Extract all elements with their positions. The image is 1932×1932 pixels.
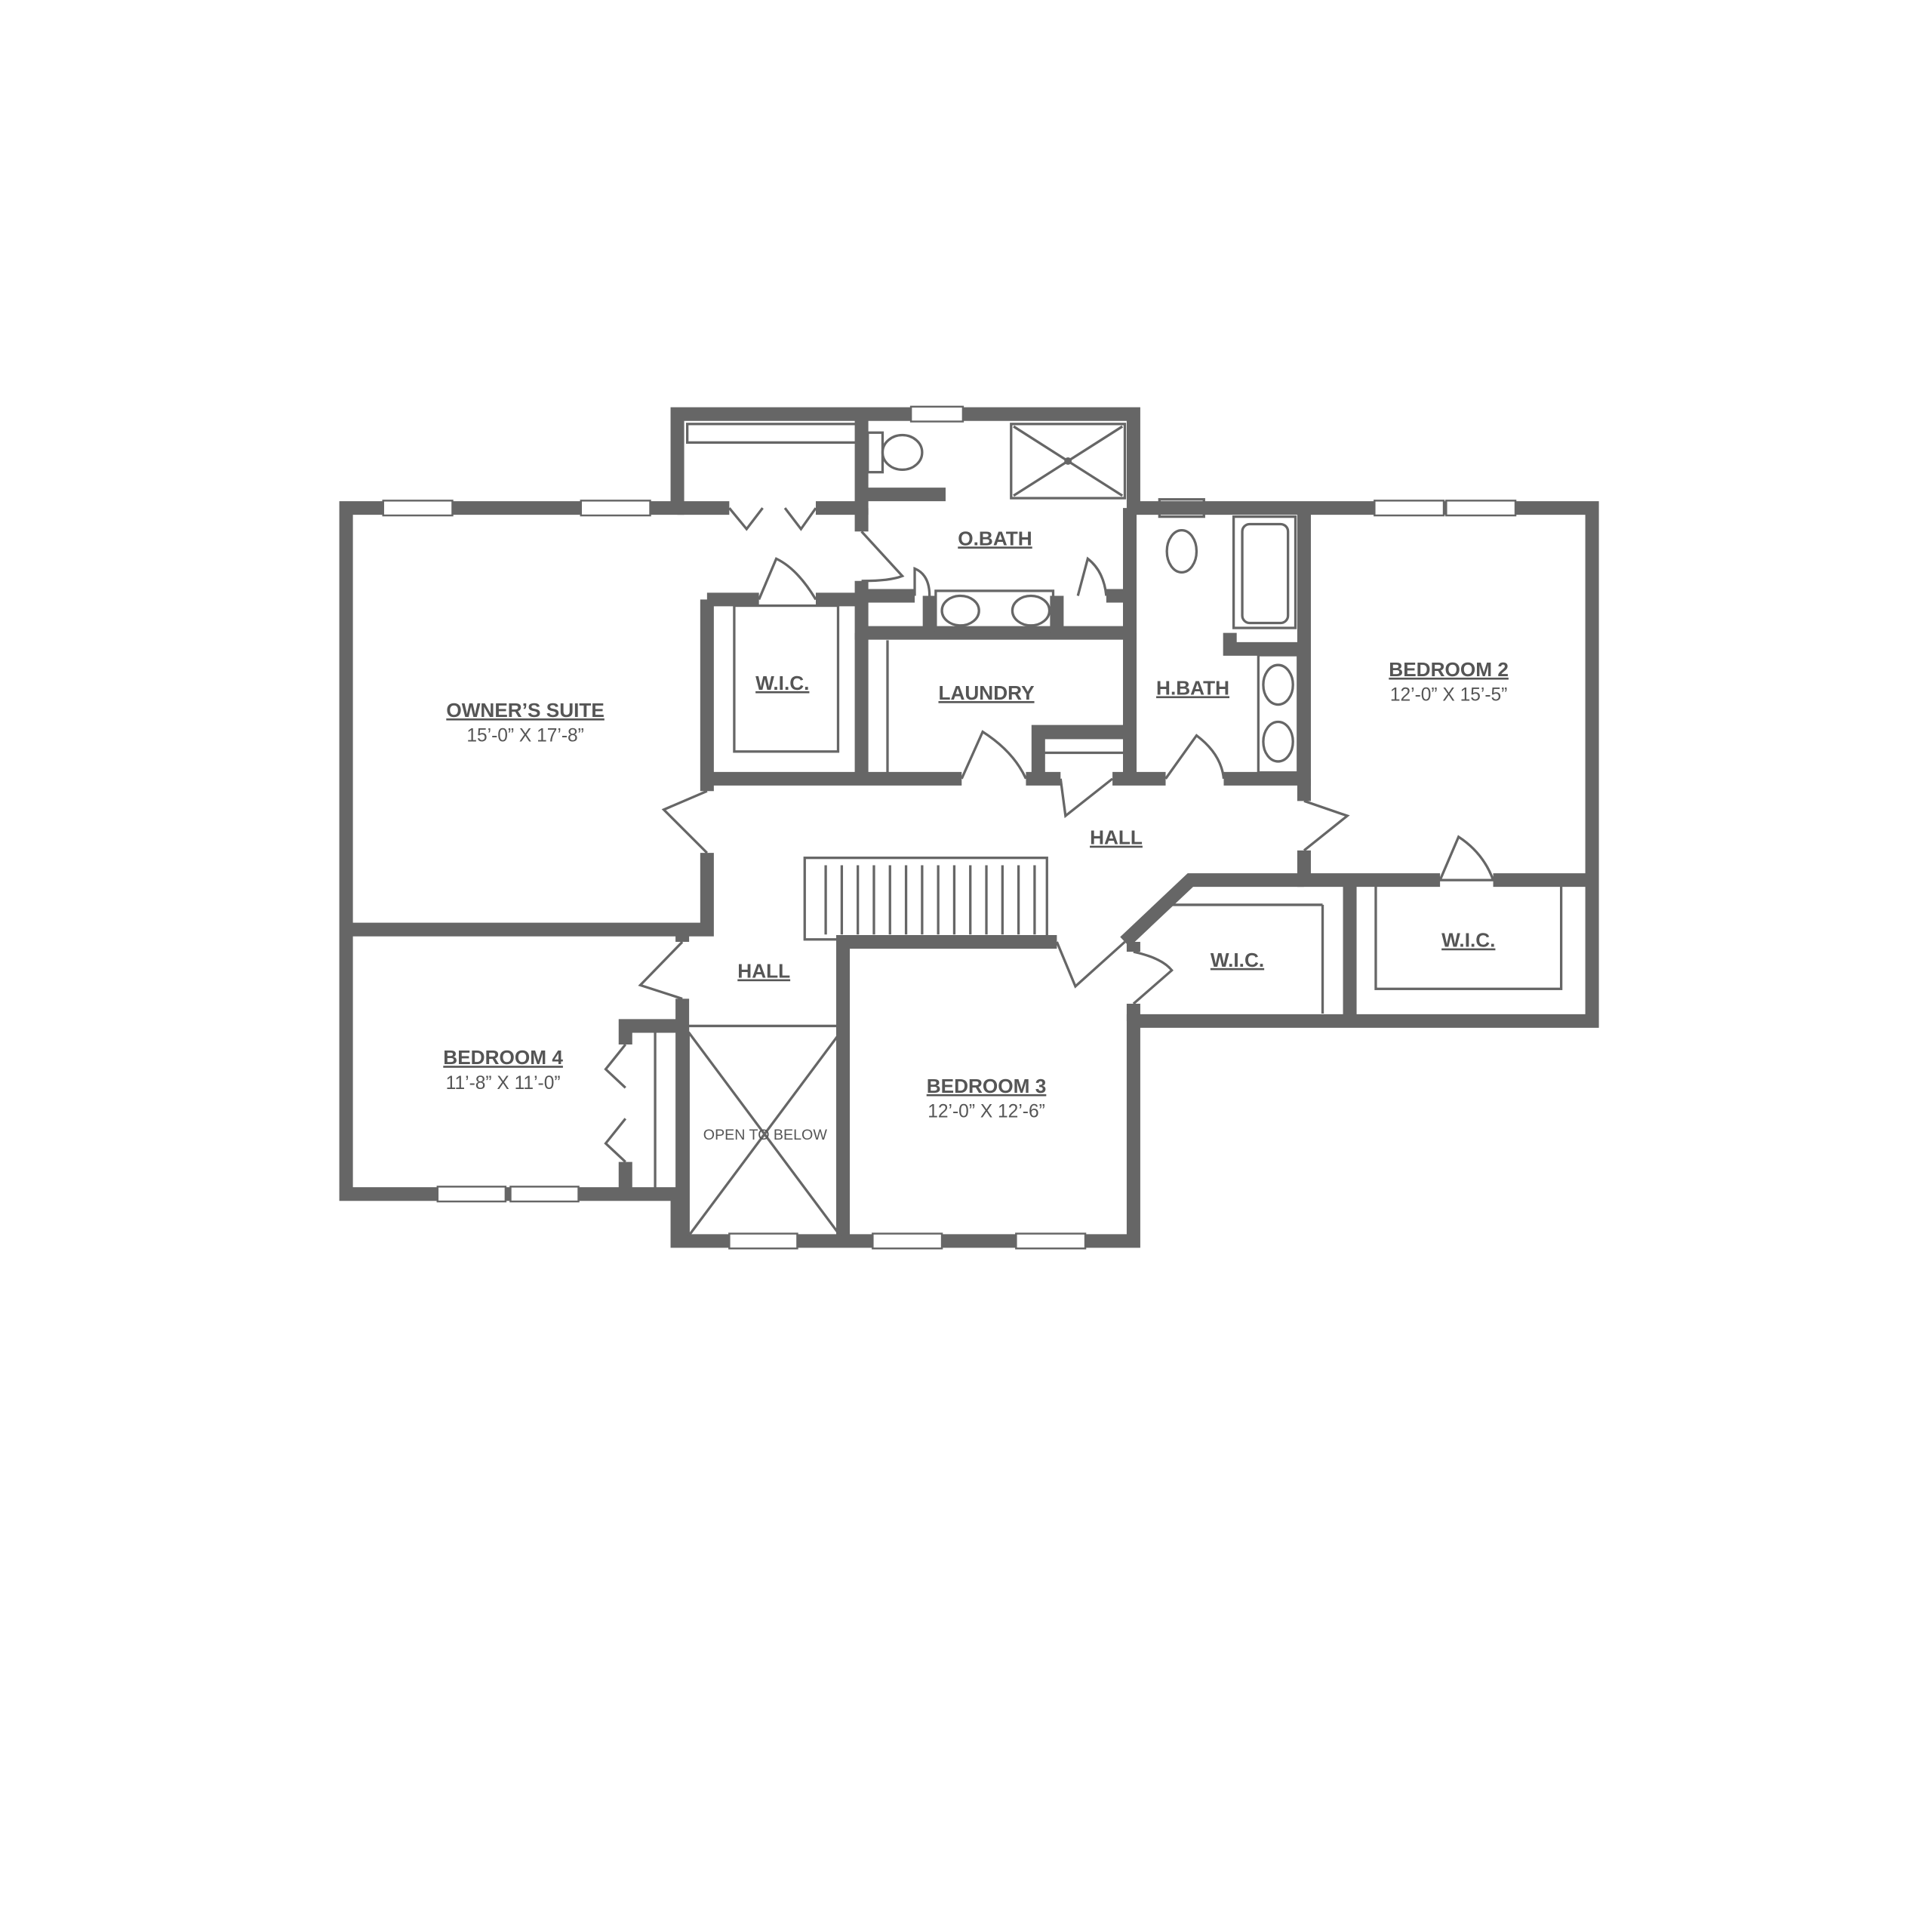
bedroom2-size: 12’-0” X 15’-5”: [1390, 685, 1508, 706]
bedroom2-label: BEDROOM 2: [1389, 658, 1509, 681]
open-to-below-label: OPEN TO BELOW: [703, 1127, 828, 1143]
fixtures: [654, 423, 1563, 1237]
owners-suite-size: 15’-0” X 17’-8”: [466, 726, 584, 746]
windows: [382, 405, 1517, 1250]
owners-suite-label: OWNER’S SUITE: [446, 699, 605, 721]
laundry-label: LAUNDRY: [938, 681, 1035, 704]
hall-lower-label: HALL: [737, 960, 790, 983]
doors: [604, 507, 1495, 1163]
hbath-label: H.BATH: [1156, 676, 1229, 699]
bedroom3-size: 12’-0” X 12’-6”: [928, 1102, 1045, 1122]
bedroom4-size: 11’-8” X 11’-0”: [446, 1073, 561, 1094]
wic-bed3-label: W.I.C.: [1211, 949, 1264, 971]
wic-owner-label: W.I.C.: [755, 672, 809, 694]
staircase: [824, 865, 1036, 935]
obath-label: O.BATH: [958, 527, 1032, 549]
hall-upper-label: HALL: [1090, 826, 1143, 849]
bedroom4-label: BEDROOM 4: [443, 1046, 563, 1069]
wic-bed2-label: W.I.C.: [1441, 929, 1495, 952]
bedroom3-label: BEDROOM 3: [927, 1075, 1047, 1097]
